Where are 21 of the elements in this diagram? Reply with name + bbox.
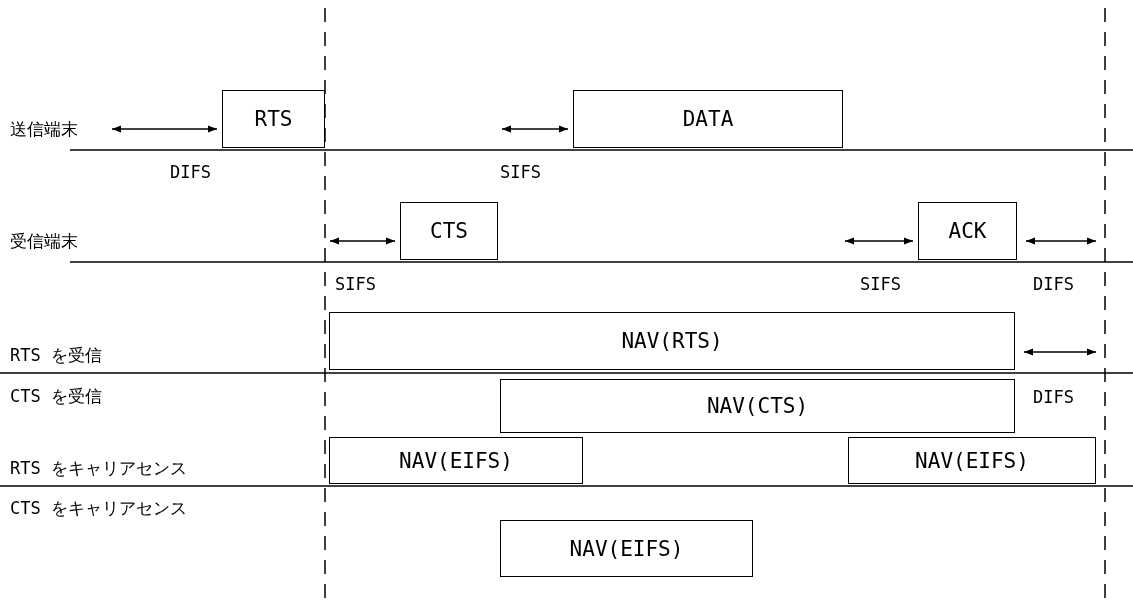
interval-label: DIFS — [1033, 387, 1074, 407]
frame-box: NAV(EIFS) — [848, 437, 1096, 484]
interval-label: SIFS — [500, 162, 541, 182]
row-label: CTS をキャリアセンス — [10, 498, 187, 518]
row-label: CTS を受信 — [10, 386, 102, 406]
interval-label: DIFS — [170, 162, 211, 182]
frame-box: DATA — [573, 90, 843, 148]
frame-box: NAV(RTS) — [329, 312, 1015, 370]
row-label: 受信端末 — [10, 231, 78, 251]
frame-box: RTS — [222, 90, 325, 148]
frame-box: NAV(EIFS) — [329, 437, 583, 484]
row-label: 送信端末 — [10, 119, 78, 139]
frame-box: NAV(EIFS) — [500, 520, 753, 577]
interval-label: DIFS — [1033, 274, 1074, 294]
interval-label: SIFS — [335, 274, 376, 294]
row-label: RTS を受信 — [10, 345, 102, 365]
frame-box: ACK — [918, 202, 1017, 260]
interval-label: SIFS — [860, 274, 901, 294]
frame-box: NAV(CTS) — [500, 379, 1015, 433]
frame-box: CTS — [400, 202, 498, 260]
row-label: RTS をキャリアセンス — [10, 458, 187, 478]
